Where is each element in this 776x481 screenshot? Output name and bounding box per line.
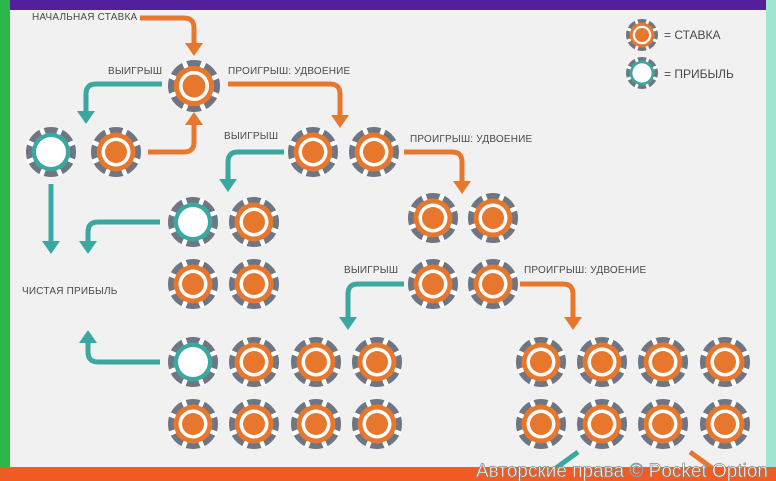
label-win-2: ВЫИГРЫШ [224, 131, 279, 142]
legend-bet-chip [626, 19, 658, 51]
bet-chip [91, 127, 141, 177]
bet-chip [700, 337, 750, 387]
arrow-win-4-partial [554, 449, 580, 471]
arrow-win-3 [339, 281, 404, 330]
label-net-profit: ЧИСТАЯ ПРИБЫЛЬ [22, 286, 118, 297]
arrow-loss-1 [228, 81, 349, 128]
chips-layer [26, 19, 750, 449]
bet-chip [352, 337, 402, 387]
bet-chip [638, 399, 688, 449]
arrows-layer [42, 15, 714, 471]
label-loss-double-1: ПРОИГРЫШ: УДВОЕНИЕ [228, 66, 351, 77]
bet-chip [516, 337, 566, 387]
arrow-win-1 [77, 81, 162, 124]
arrow-win-2 [219, 149, 284, 192]
bet-chip [229, 337, 279, 387]
arrow-win-3-to-profit [79, 330, 160, 365]
arrow-loss-4-partial [688, 449, 714, 471]
bet-chip [288, 127, 338, 177]
bet-chip [577, 337, 627, 387]
label-initial-bet: НАЧАЛЬНАЯ СТАВКА [32, 12, 138, 23]
legend-bet-label: = СТАВКА [664, 28, 721, 42]
bet-chip [229, 399, 279, 449]
legend-profit-label: = ПРИБЫЛЬ [664, 67, 734, 81]
bet-chip [291, 337, 341, 387]
bet-chip [468, 259, 518, 309]
bet-chip [168, 399, 218, 449]
left-color-bar [0, 0, 10, 481]
arrow-return-to-bet [148, 112, 203, 155]
bet-chip [168, 60, 220, 112]
copyright-watermark: Авторские права © Pocket Option [475, 461, 769, 481]
arrow-initial-bet [140, 15, 203, 56]
bet-chip [291, 399, 341, 449]
arrow-win-2-to-profit [79, 219, 160, 254]
bet-chip [638, 337, 688, 387]
label-win-3: ВЫИГРЫШ [344, 265, 399, 276]
bet-chip [349, 127, 399, 177]
bet-chip [229, 197, 279, 247]
right-color-bar [766, 0, 776, 481]
profit-chip [168, 337, 218, 387]
top-color-bar [0, 0, 776, 10]
bet-chip [577, 399, 627, 449]
arrow-to-net-profit-1 [42, 184, 60, 254]
label-loss-double-2: ПРОИГРЫШ: УДВОЕНИЕ [410, 134, 533, 145]
bet-chip [168, 259, 218, 309]
bottom-color-bar [0, 467, 776, 481]
label-win-1: ВЫИГРЫШ [108, 66, 163, 77]
profit-chip [168, 197, 218, 247]
profit-chip [26, 127, 76, 177]
bet-chip [352, 399, 402, 449]
label-loss-double-3: ПРОИГРЫШ: УДВОЕНИЕ [524, 265, 647, 276]
arrow-loss-3 [520, 281, 582, 330]
bet-chip [408, 259, 458, 309]
legend-profit-chip [626, 57, 658, 89]
bet-chip [408, 193, 458, 243]
bet-chip [468, 193, 518, 243]
bet-chip [516, 399, 566, 449]
bet-chip [700, 399, 750, 449]
arrow-loss-2 [404, 149, 471, 194]
bet-chip [229, 259, 279, 309]
